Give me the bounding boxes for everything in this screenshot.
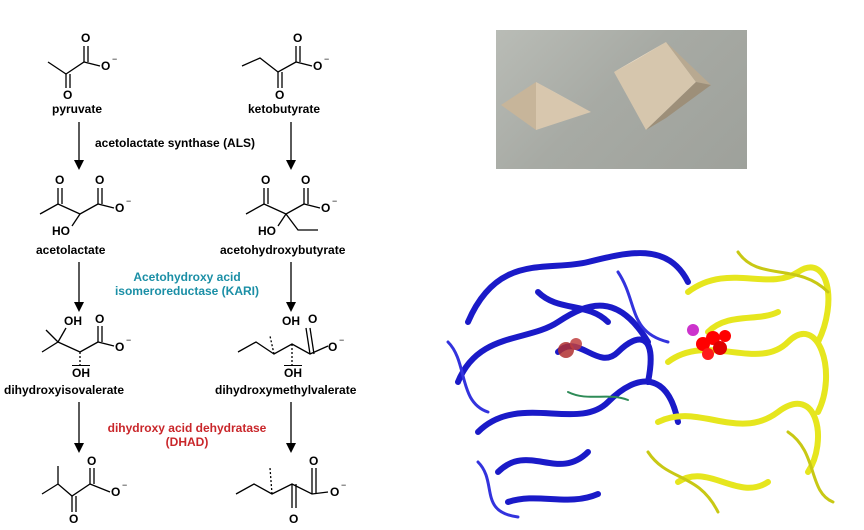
- compound-acetolactate: acetolactate: [36, 243, 106, 257]
- enzyme-dhad-label: dihydroxy acid dehydratase (DHAD): [92, 421, 282, 449]
- compound-dihydroxyisovalerate: dihydroxyisovalerate: [4, 383, 125, 397]
- ligand-spheres: [558, 324, 731, 360]
- charge-minus: −: [126, 196, 132, 206]
- atom-oh: OH: [64, 314, 82, 328]
- protein-structure-render: [438, 232, 842, 530]
- enzyme-als-label: acetolactate synthase (ALS): [95, 136, 256, 150]
- ligand-linker: [567, 391, 629, 401]
- atom-o: O: [261, 173, 271, 187]
- chain-b-ribbons: [655, 264, 832, 491]
- atom-o: O: [289, 512, 299, 526]
- dhad-line-2: (DHAD): [165, 435, 209, 449]
- compound-acetohydroxybutyrate: acetohydroxybutyrate: [220, 243, 346, 257]
- pyruvate-structure: [47, 46, 101, 88]
- enzyme-kari-label: Acetohydroxy acid isomeroreductase (KARI…: [92, 270, 282, 298]
- charge-minus: −: [339, 335, 345, 345]
- chain-a-loops: [446, 270, 670, 519]
- dihydroxymethylvalerate-structure: [237, 327, 329, 366]
- atom-o: O: [69, 512, 79, 526]
- atom-o: O: [87, 454, 97, 468]
- ketoisovalerate-structure: [41, 466, 111, 512]
- atom-o: O: [309, 454, 319, 468]
- compound-dihydroxymethylvalerate: dihydroxymethylvalerate: [215, 383, 357, 397]
- charge-minus: −: [122, 480, 128, 490]
- atom-o: O: [111, 485, 121, 499]
- kari-line-2: isomeroreductase (KARI): [114, 284, 260, 298]
- atom-o: O: [115, 201, 125, 215]
- atom-oh: OH: [72, 366, 90, 380]
- atom-oh: OH: [282, 314, 300, 328]
- atom-o: O: [63, 88, 73, 102]
- acetohydroxybutyrate-structure: [245, 188, 321, 231]
- ketomethylvalerate-structure: [235, 467, 329, 508]
- acetolactate-structure: [39, 188, 115, 227]
- charge-minus: −: [341, 480, 347, 490]
- atom-o: O: [55, 173, 65, 187]
- chain-a-ribbons: [455, 250, 691, 505]
- protein-ribbons: [446, 250, 835, 519]
- atom-ho: HO: [258, 224, 276, 238]
- charge-minus: −: [324, 54, 330, 64]
- crystal-drawing: [501, 42, 711, 130]
- atom-o: O: [330, 485, 340, 499]
- dhad-line-1: dihydroxy acid dehydratase: [107, 421, 267, 435]
- atom-o: O: [101, 59, 111, 73]
- ketobutyrate-structure: [241, 46, 313, 88]
- crystal-photo: [496, 30, 747, 169]
- kari-line-1: Acetohydroxy acid: [133, 270, 241, 284]
- dihydroxyisovalerate-structure: [41, 326, 115, 366]
- chain-b-loops: [646, 250, 835, 514]
- atom-o: O: [321, 201, 331, 215]
- compound-pyruvate: pyruvate: [52, 102, 103, 116]
- atom-oh: OH: [284, 366, 302, 380]
- atom-o: O: [301, 173, 311, 187]
- charge-minus: −: [112, 54, 118, 64]
- atom-o: O: [328, 340, 338, 354]
- atom-o: O: [95, 173, 105, 187]
- compound-ketobutyrate: ketobutyrate: [248, 102, 321, 116]
- atom-o: O: [81, 31, 91, 45]
- atom-o: O: [115, 340, 125, 354]
- atom-o: O: [313, 59, 323, 73]
- atom-ho: HO: [52, 224, 70, 238]
- charge-minus: −: [126, 335, 132, 345]
- atom-o: O: [95, 312, 105, 326]
- atom-o: O: [308, 312, 318, 326]
- atom-o: O: [275, 88, 285, 102]
- charge-minus: −: [332, 196, 338, 206]
- atom-o: O: [293, 31, 303, 45]
